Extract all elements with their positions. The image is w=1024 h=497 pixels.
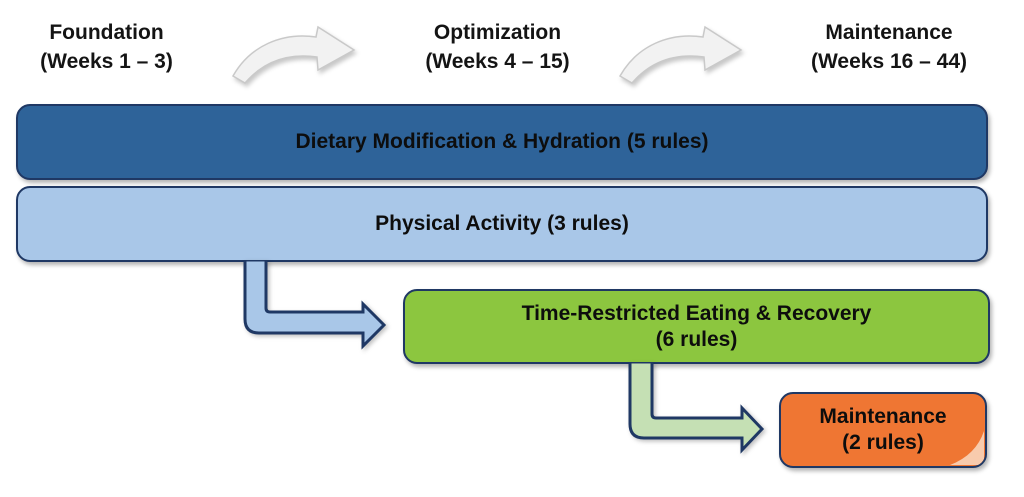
phase-label-optimization: Optimization (Weeks 4 – 15): [395, 18, 600, 76]
bar-physical-activity: Physical Activity (3 rules): [16, 186, 988, 262]
phase-label-maintenance: Maintenance (Weeks 16 – 44): [766, 18, 1012, 76]
phase-weeks: (Weeks 1 – 3): [40, 50, 173, 73]
bar-label: Physical Activity (3 rules): [375, 212, 629, 235]
box-maintenance: Maintenance (2 rules): [779, 392, 987, 468]
curved-right-arrow-icon: [615, 24, 747, 86]
phase-name: Optimization: [433, 21, 562, 44]
bar-time-restricted-eating: Time-Restricted Eating & Recovery (6 rul…: [403, 289, 990, 364]
bar-label-line2: (2 rules): [842, 431, 924, 454]
phase-weeks: (Weeks 4 – 15): [425, 50, 570, 73]
phase-weeks: (Weeks 16 – 44): [810, 50, 968, 73]
bar-label: Dietary Modification & Hydration (5 rule…: [295, 130, 709, 153]
bar-label-line2: (6 rules): [655, 327, 738, 351]
bar-dietary-modification: Dietary Modification & Hydration (5 rule…: [16, 104, 988, 180]
phase-label-foundation: Foundation (Weeks 1 – 3): [14, 18, 199, 76]
elbow-arrow-blue-icon: [233, 258, 389, 352]
bar-label-line1: Maintenance: [819, 405, 947, 428]
curved-right-arrow-icon: [228, 24, 360, 86]
elbow-arrow-green-icon: [618, 360, 768, 456]
folded-page-corner-icon: [950, 431, 984, 465]
phase-name: Maintenance: [825, 21, 953, 44]
phase-name: Foundation: [49, 21, 164, 44]
bar-label-line1: Time-Restricted Eating & Recovery: [521, 301, 872, 325]
